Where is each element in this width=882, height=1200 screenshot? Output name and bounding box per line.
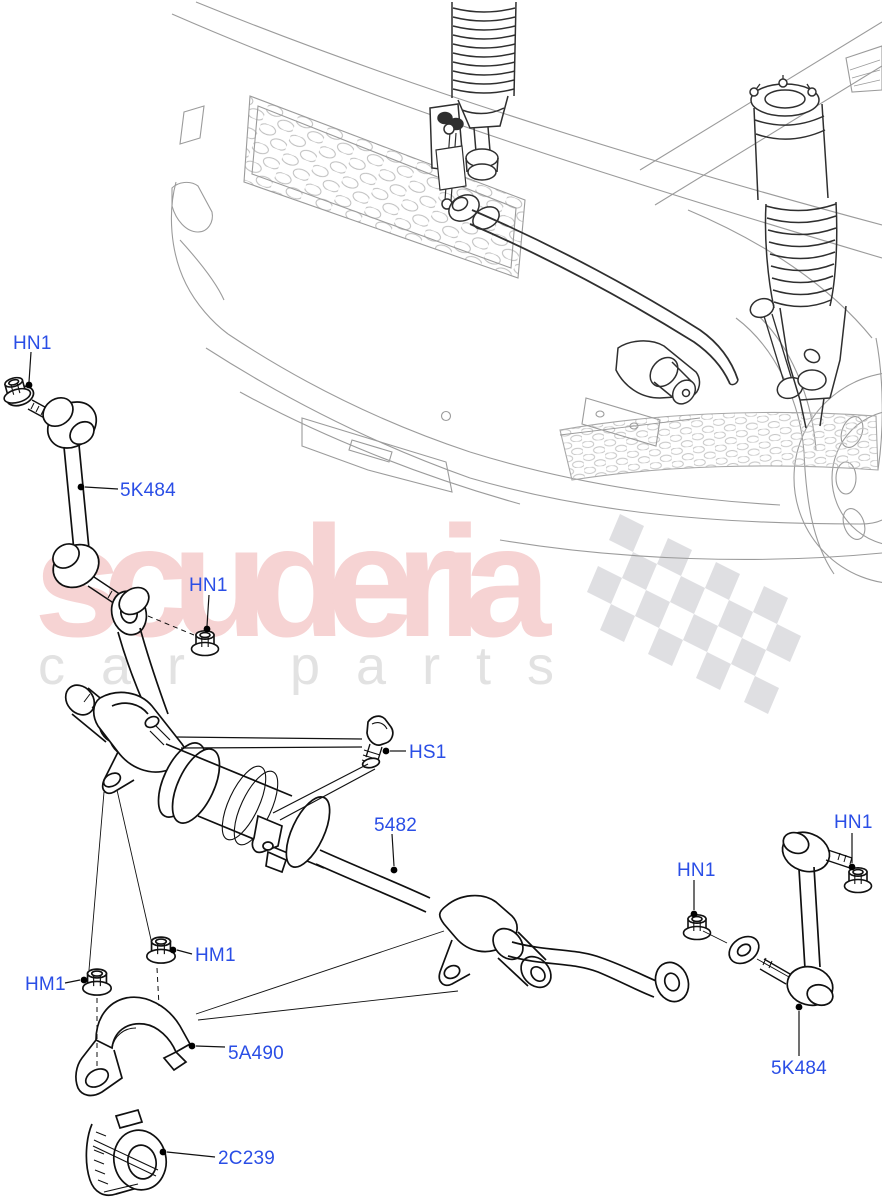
label-hn1-top-left[interactable]: HN1 (13, 333, 52, 354)
leader-dots (25, 381, 856, 1156)
vehicle-front-outline (170, 1, 882, 584)
bushing-drawing (85, 1108, 168, 1197)
label-hm1-left[interactable]: HM1 (25, 974, 66, 995)
label-5k484-bottom[interactable]: 5K484 (771, 1058, 827, 1079)
watermark-flag-icon (587, 514, 801, 714)
hs1-bolt-drawing (361, 715, 394, 769)
active-stabiliser-bar-drawing (64, 627, 690, 1003)
exploded-parts (0, 373, 873, 1197)
watermark-brand: scuderia (34, 494, 552, 670)
label-hn1-right-inner[interactable]: HN1 (677, 860, 716, 881)
label-5482[interactable]: 5482 (374, 815, 418, 836)
watermark-tagline-parts: parts (290, 636, 590, 696)
label-hn1-right-outer[interactable]: HN1 (834, 812, 873, 833)
leader-lines (28, 351, 853, 1158)
label-5a490[interactable]: 5A490 (228, 1043, 284, 1064)
hm1-nut-left (81, 968, 113, 996)
watermark-tagline-car: car (38, 636, 221, 696)
installed-assembly (429, 1, 847, 429)
label-2c239[interactable]: 2C239 (218, 1148, 275, 1169)
right-link-drawing (682, 831, 873, 1007)
label-hm1-top[interactable]: HM1 (195, 945, 236, 966)
label-hn1-mid-left[interactable]: HN1 (189, 575, 228, 596)
label-5k484-left[interactable]: 5K484 (120, 480, 176, 501)
left-link-drawing (0, 373, 220, 657)
label-hs1[interactable]: HS1 (409, 742, 447, 763)
bracket-drawing (75, 996, 192, 1097)
